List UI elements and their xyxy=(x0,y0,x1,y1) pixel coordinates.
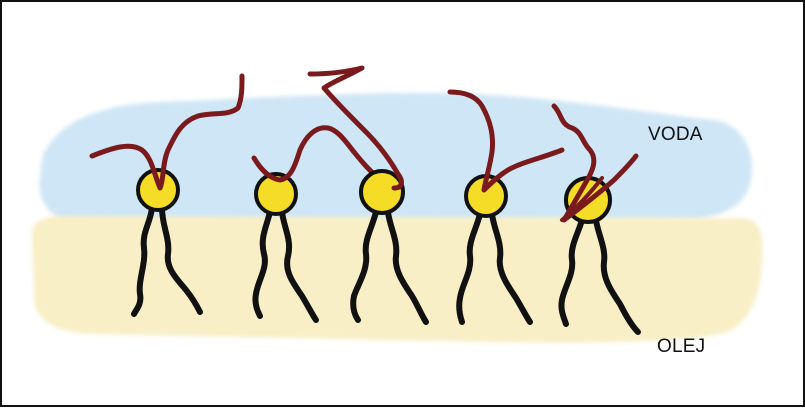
hydrophilic-head xyxy=(361,171,403,213)
water-label: VODA xyxy=(648,124,703,146)
oil-label: OLEJ xyxy=(657,336,705,358)
